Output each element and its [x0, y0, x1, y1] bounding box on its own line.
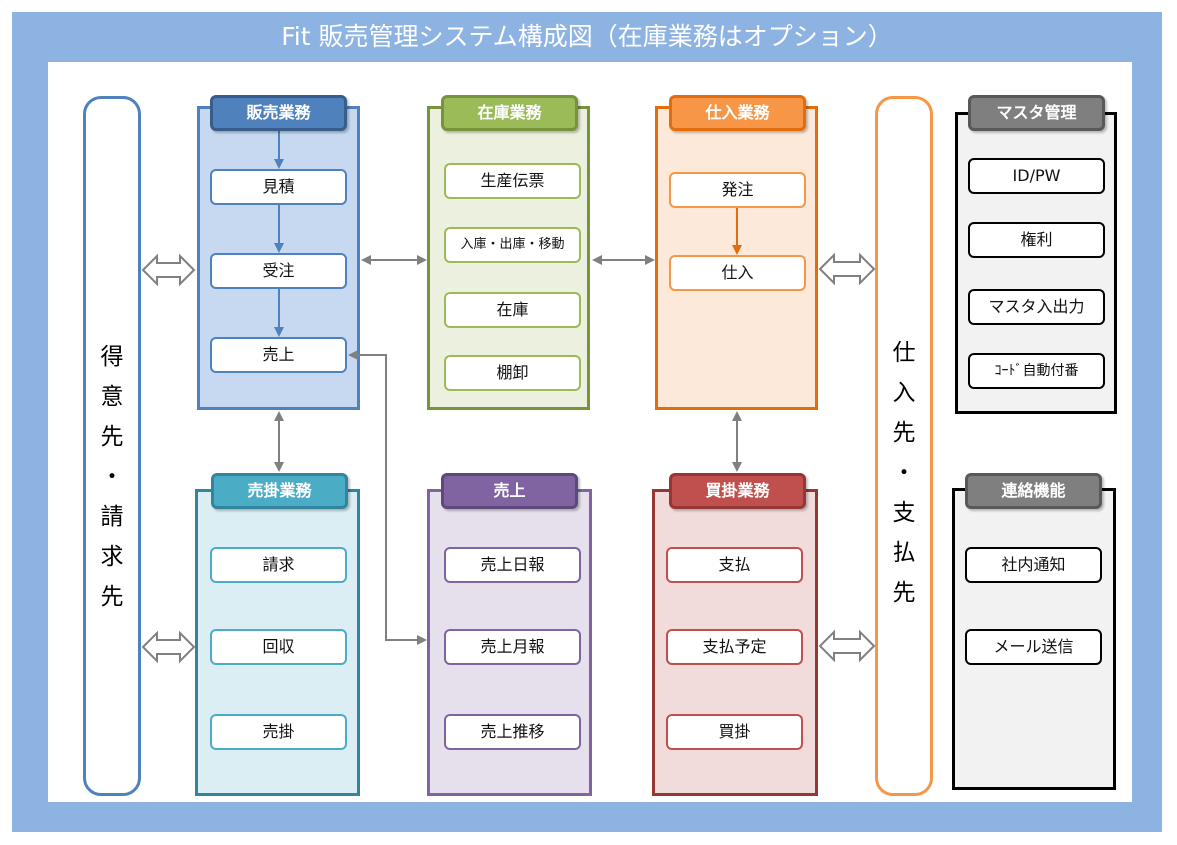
inventory-item-stock[interactable]: 在庫	[444, 292, 581, 328]
customer-char: 得	[100, 344, 124, 370]
payable-item-schedule[interactable]: 支払予定	[666, 629, 803, 665]
master-item-permissions[interactable]: 権利	[968, 222, 1105, 258]
inventory-header: 在庫業務	[441, 95, 578, 131]
supplier-char: 支	[892, 500, 916, 526]
supplier-char: 払	[892, 540, 916, 566]
inventory-item-movement[interactable]: 入庫・出庫・移動	[444, 227, 581, 263]
purchase-item-order[interactable]: 発注	[669, 172, 806, 208]
supplier-label: 仕 入 先 ・ 支 払 先	[878, 333, 930, 613]
master-item-auto-code[interactable]: ｺｰﾄﾞ自動付番	[968, 353, 1105, 389]
inventory-item-stocktake[interactable]: 棚卸	[444, 355, 581, 391]
customer-char: 請	[100, 504, 124, 530]
page-title: Fit 販売管理システム構成図（在庫業務はオプション）	[281, 22, 893, 51]
payable-header: 買掛業務	[669, 473, 806, 509]
receivable-header: 売掛業務	[211, 473, 348, 509]
contact-header: 連絡機能	[965, 473, 1102, 509]
master-item-idpw[interactable]: ID/PW	[968, 158, 1105, 194]
customer-label: 得 意 先 ・ 請 求 先	[86, 337, 138, 617]
customer-char: 先	[100, 424, 124, 450]
contact-item-notice[interactable]: 社内通知	[965, 547, 1102, 583]
customer-char: ・	[100, 464, 124, 490]
master-item-master-io[interactable]: マスタ入出力	[968, 289, 1105, 325]
customer-column: 得 意 先 ・ 請 求 先	[83, 96, 141, 796]
supplier-char: ・	[892, 460, 916, 486]
contact-item-mail[interactable]: メール送信	[965, 629, 1102, 665]
purchase-header: 仕入業務	[669, 95, 806, 131]
receivable-item-billing[interactable]: 請求	[210, 547, 347, 583]
receivable-item-receivable[interactable]: 売掛	[210, 714, 347, 750]
supplier-char: 入	[892, 380, 916, 406]
supplier-char: 仕	[892, 340, 916, 366]
customer-char: 求	[100, 544, 124, 570]
sales-item-sales[interactable]: 売上	[210, 337, 347, 373]
customer-char: 先	[100, 584, 124, 610]
customer-char: 意	[100, 384, 124, 410]
supplier-column: 仕 入 先 ・ 支 払 先	[875, 96, 933, 796]
supplier-char: 先	[892, 420, 916, 446]
purchase-item-purchase[interactable]: 仕入	[669, 255, 806, 291]
sales-header: 販売業務	[210, 95, 347, 131]
sales-report-item-monthly[interactable]: 売上月報	[444, 629, 581, 665]
sales-item-order[interactable]: 受注	[210, 253, 347, 289]
inventory-item-production[interactable]: 生産伝票	[444, 163, 581, 199]
receivable-item-collection[interactable]: 回収	[210, 629, 347, 665]
payable-item-payment[interactable]: 支払	[666, 547, 803, 583]
payable-item-payable[interactable]: 買掛	[666, 714, 803, 750]
sales-report-header: 売上	[441, 473, 578, 509]
sales-report-item-daily[interactable]: 売上日報	[444, 547, 581, 583]
sales-item-estimate[interactable]: 見積	[210, 169, 347, 205]
sales-report-item-trend[interactable]: 売上推移	[444, 714, 581, 750]
supplier-char: 先	[892, 580, 916, 606]
master-header: マスタ管理	[968, 95, 1105, 131]
